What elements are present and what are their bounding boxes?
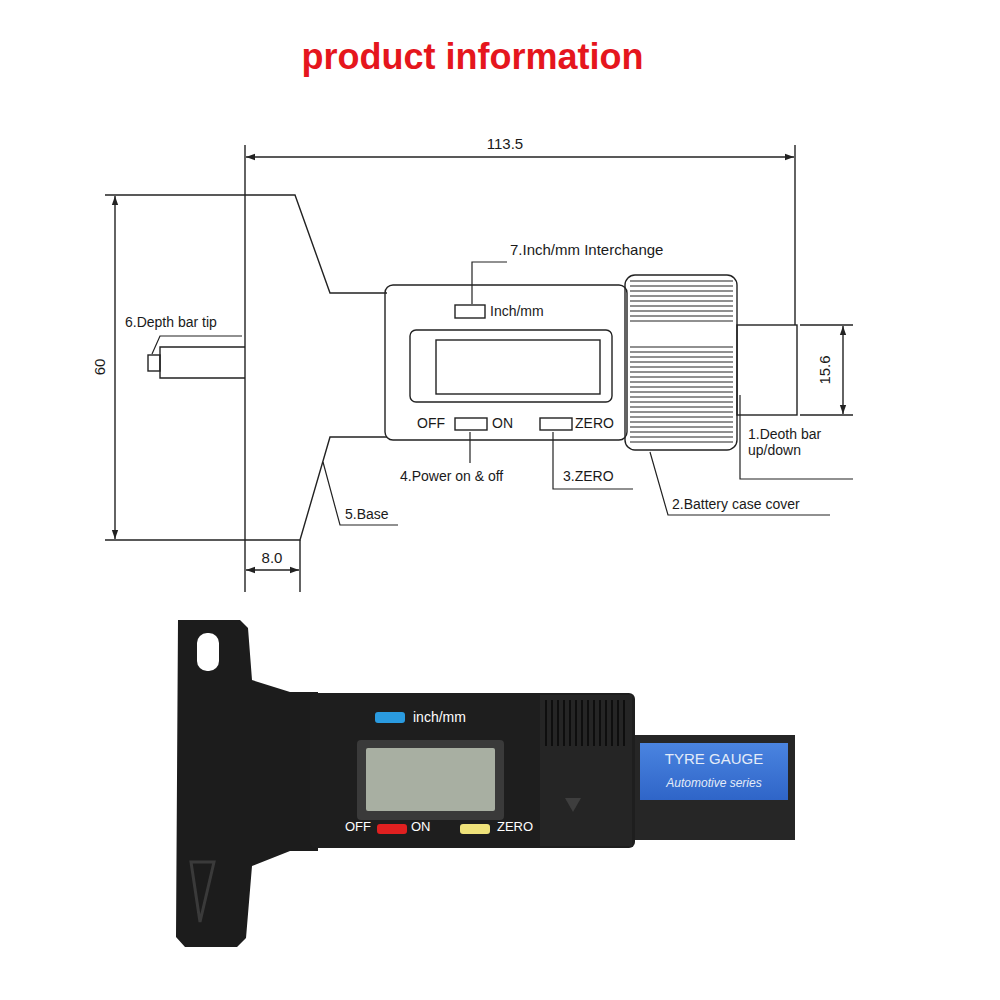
callout-label: 15.6 (816, 355, 833, 384)
node-text: ZERO (575, 415, 614, 431)
node-text: ON (411, 820, 431, 835)
callout-label: 4.Power on & off (400, 468, 503, 484)
callout-label: 5.Base (345, 506, 389, 522)
gauge-drawing (105, 145, 853, 592)
leader-lines (152, 262, 853, 525)
callout-label: 60 (91, 359, 108, 376)
knurl-grooves (630, 281, 733, 442)
callout-label: 2.Battery case cover (672, 496, 800, 512)
callout-label: 8.0 (262, 549, 283, 566)
node-text: Inch/mm (490, 303, 544, 319)
node-text: ON (492, 415, 513, 431)
node-text: OFF (345, 820, 371, 835)
label-sticker: TYRE GAUGE Automotive series (640, 743, 788, 800)
node-text: inch/mm (413, 709, 466, 725)
node-text: Automotive series (640, 777, 788, 791)
callout-label: 3.ZERO (563, 468, 614, 484)
gauge-body: Inch/mmOFF ON ZERO (385, 283, 630, 441)
node-text: OFF (417, 415, 445, 431)
callout-label: 1.Deoth bar up/down (748, 426, 856, 458)
node-text: TYRE GAUGE (640, 750, 788, 767)
title: product information (0, 36, 945, 77)
gauge-photo (176, 620, 795, 947)
callout-label: 7.Inch/mm Interchange (510, 241, 663, 258)
callout-label: 113.5 (487, 135, 523, 152)
node-text: ZERO (497, 820, 533, 835)
callout-label: 6.Depth bar tip (125, 314, 217, 330)
gauge-body: inch/mmOFF ON ZERO (310, 693, 635, 848)
